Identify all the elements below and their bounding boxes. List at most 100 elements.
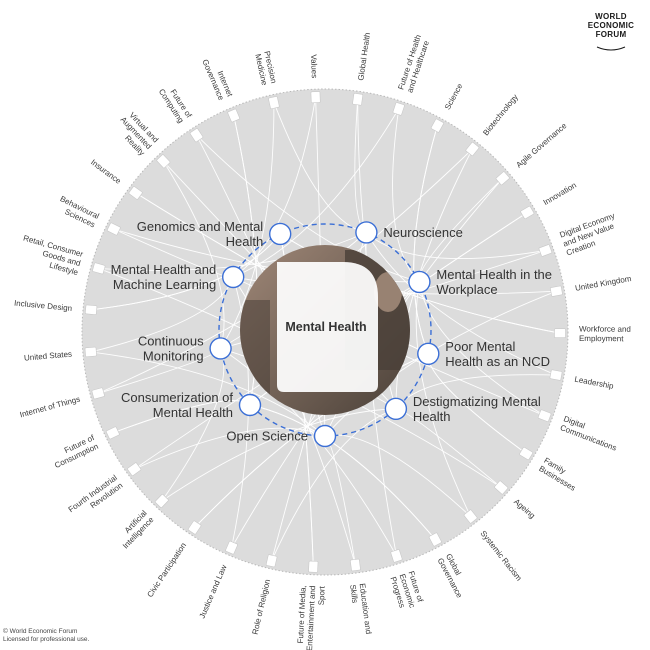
outer-topic-node[interactable]: [127, 462, 142, 476]
outer-topic-label[interactable]: Future ofComputing: [157, 82, 194, 125]
outer-topic-label-line: United Kingdom: [574, 274, 632, 293]
outer-topic-node[interactable]: [350, 558, 361, 572]
outer-topic-label[interactable]: Leadership: [574, 375, 615, 391]
outer-topic-label[interactable]: GlobalGovernance: [436, 552, 473, 600]
outer-topic-label[interactable]: Values: [309, 54, 319, 78]
outer-topic-label[interactable]: Digital Economyand New ValueCreation: [559, 211, 623, 257]
outer-topic-label[interactable]: Role of Religion: [251, 578, 273, 635]
outer-topic-node[interactable]: [187, 520, 202, 535]
outer-topic-node[interactable]: [91, 387, 105, 400]
outer-topic-label[interactable]: Education andSkills: [348, 583, 373, 636]
outer-topic-label[interactable]: Global Health: [356, 32, 372, 81]
outer-topic-node[interactable]: [265, 554, 278, 568]
inner-topic-node[interactable]: [221, 265, 245, 289]
outer-topic-node[interactable]: [92, 262, 106, 275]
outer-topic-label-line: Internet of Things: [19, 395, 81, 420]
outer-topic-label[interactable]: Justice and Law: [198, 563, 229, 619]
connector-line: [232, 97, 317, 278]
inner-topic-node[interactable]: [355, 221, 378, 244]
outer-topic-label[interactable]: Retail, ConsumerGoods andLifestyle: [17, 233, 85, 277]
inner-topic-label-line: Destigmatizing Mental: [413, 394, 541, 409]
outer-topic-node[interactable]: [128, 186, 143, 200]
outer-topic-label-line: Future of Media,: [296, 585, 308, 644]
inner-topic-node[interactable]: [313, 424, 337, 448]
outer-topic-label-line: Systemic Racism: [478, 529, 523, 583]
outer-topic-node[interactable]: [154, 494, 169, 508]
inner-topic-label[interactable]: Neuroscience: [383, 225, 463, 240]
outer-topic-node[interactable]: [520, 205, 535, 220]
outer-topic-node[interactable]: [465, 142, 480, 156]
outer-topic-node[interactable]: [310, 91, 321, 104]
outer-topic-node[interactable]: [225, 540, 238, 555]
outer-topic-node[interactable]: [84, 304, 98, 316]
outer-topic-node[interactable]: [495, 171, 510, 186]
outer-topic-node[interactable]: [549, 369, 563, 381]
outer-topic-label[interactable]: BehaviouralSciences: [54, 194, 101, 229]
outer-topic-node[interactable]: [268, 96, 280, 110]
outer-topic-node[interactable]: [392, 102, 405, 116]
outer-topic-label[interactable]: Future of Healthand Healthcare: [396, 34, 432, 94]
outer-topic-label[interactable]: FamilyBusinesses: [537, 456, 582, 493]
outer-topic-label[interactable]: InternetGovernance: [200, 54, 234, 102]
outer-topic-label[interactable]: Ageing: [512, 497, 537, 520]
outer-topic-node[interactable]: [550, 285, 563, 297]
connector-line: [366, 232, 546, 260]
outer-topic-node[interactable]: [352, 93, 364, 106]
inner-topic-node[interactable]: [417, 342, 440, 365]
outer-topic-node[interactable]: [554, 328, 566, 339]
inner-topic-node[interactable]: [384, 397, 408, 420]
outer-topic-label[interactable]: Future of Media,Entertainment andSport: [296, 584, 327, 650]
inner-topic-node[interactable]: [408, 270, 431, 294]
outer-topic-node[interactable]: [227, 108, 240, 123]
inner-topic-node[interactable]: [209, 337, 232, 360]
outer-topic-label[interactable]: Virtual andAugmentedReality: [112, 108, 161, 158]
outer-topic-label[interactable]: ArtificialIntelligence: [114, 508, 156, 550]
outer-topic-label[interactable]: Insurance: [89, 158, 123, 186]
outer-topic-label[interactable]: Future ofEconomicProgress: [388, 570, 425, 612]
outer-topic-label[interactable]: Systemic Racism: [478, 529, 523, 583]
outer-topic-label[interactable]: United States: [24, 350, 73, 363]
outer-topic-node[interactable]: [494, 480, 509, 495]
outer-topic-node[interactable]: [105, 426, 120, 440]
outer-topic-node[interactable]: [428, 532, 442, 547]
outer-topic-label[interactable]: DigitalCommunications: [559, 414, 621, 453]
outer-topic-node[interactable]: [390, 549, 403, 563]
outer-topic-node[interactable]: [519, 446, 534, 461]
outer-topic-node[interactable]: [156, 154, 171, 169]
connector-line: [220, 102, 275, 349]
outer-topic-node[interactable]: [106, 222, 121, 236]
outer-topic-node[interactable]: [189, 128, 204, 143]
outer-topic-label[interactable]: Future ofConsumption: [49, 433, 100, 470]
outer-topic-label[interactable]: PrecisionMedicine: [253, 50, 278, 87]
outer-topic-label[interactable]: United Kingdom: [574, 274, 632, 293]
outer-topic-label[interactable]: Agile Governance: [514, 121, 568, 170]
outer-topic-node[interactable]: [463, 509, 478, 524]
outer-topic-label[interactable]: Inclusive Design: [14, 299, 73, 313]
outer-topic-label[interactable]: Internet of Things: [19, 395, 81, 420]
inner-topic-label-line: Neuroscience: [383, 225, 463, 240]
outer-topic-label-line: Innovation: [542, 181, 578, 208]
inner-topic-node[interactable]: [269, 222, 292, 246]
inner-topic-label-line: Open Science: [226, 429, 308, 444]
inner-topic-label[interactable]: Open Science: [226, 429, 308, 444]
outer-topic-label-line: Workforce and: [579, 325, 631, 334]
outer-topic-node[interactable]: [538, 244, 553, 257]
outer-topic-node[interactable]: [308, 560, 319, 573]
outer-topic-label[interactable]: Civic Participation: [145, 541, 188, 599]
outer-topic-node[interactable]: [537, 409, 552, 422]
outer-topic-node[interactable]: [84, 346, 97, 358]
outer-topic-label[interactable]: Fourth IndustrialRevolution: [67, 473, 125, 522]
outer-topic-node[interactable]: [430, 118, 444, 133]
outer-topic-label[interactable]: Innovation: [542, 181, 578, 208]
outer-topic-label[interactable]: Science: [443, 82, 465, 112]
inner-topic-node[interactable]: [238, 393, 262, 417]
outer-topic-label[interactable]: Biotechnology: [481, 93, 520, 138]
